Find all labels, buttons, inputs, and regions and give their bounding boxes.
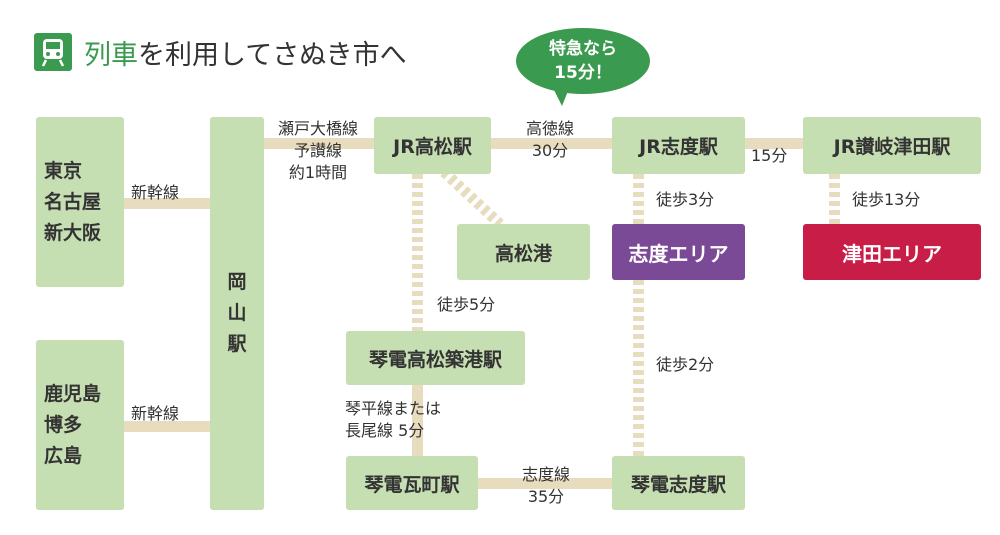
origin-south-1: 鹿児島 — [44, 382, 102, 405]
seto-label: 瀬戸大橋線 予讃線 約1時間 — [262, 118, 374, 184]
takamatsu-station: JR高松駅 — [374, 117, 491, 174]
okayama-char-2: 山 — [227, 302, 247, 324]
bubble-tail — [552, 86, 570, 106]
connector-shido-tsuda — [745, 138, 803, 149]
kotoden-chikko-label: 琴電高松築港駅 — [368, 348, 502, 371]
takamatsu-station-label: JR高松駅 — [393, 136, 472, 158]
origin-south-2: 博多 — [44, 413, 83, 436]
kotohira-line-1: 琴平線または — [345, 399, 442, 418]
walk-line-chikko — [412, 174, 423, 331]
seto-line-2: 予讃線 — [293, 141, 342, 160]
walk-line-kotoden-shido — [633, 280, 644, 456]
kotohira-line-2: 長尾線 5分 — [345, 421, 425, 440]
connector-shinkansen-north — [124, 198, 210, 209]
tsuda-area: 津田エリア — [803, 224, 981, 280]
kotoden-shido-station: 琴電志度駅 — [612, 456, 745, 510]
connector-seto — [264, 138, 374, 149]
connector-kotohira — [412, 385, 423, 457]
origin-south-box: 鹿児島 博多 広島 — [36, 340, 124, 510]
page-title: 列車を利用してさぬき市へ — [84, 33, 407, 72]
shido-line-1: 志度線 — [521, 465, 570, 484]
shinkansen-north-label: 新幹線 — [131, 183, 180, 202]
takamatsu-port: 高松港 — [457, 224, 590, 280]
kotoden-shido-label: 琴電志度駅 — [630, 473, 726, 496]
okayama-char-1: 岡 — [227, 271, 247, 293]
shido-area: 志度エリア — [612, 224, 745, 280]
kotoku-line-1: 高徳線 — [525, 119, 574, 138]
tsuda-area-label: 津田エリア — [842, 241, 942, 266]
shido-line-2: 35分 — [527, 487, 565, 506]
express-bubble: 特急なら 15分！ — [516, 28, 650, 94]
connector-kotoku — [491, 138, 612, 149]
title-accent: 列車 — [84, 40, 138, 71]
shido-station-label: JR志度駅 — [639, 136, 718, 158]
train-icon — [34, 33, 72, 71]
connector-shido-line — [478, 478, 613, 489]
okayama-char-3: 駅 — [227, 333, 247, 355]
origin-north-box: 東京 名古屋 新大阪 — [36, 117, 124, 287]
kotoden-kawaramachi-label: 琴電瓦町駅 — [364, 473, 460, 496]
walk-kotoden-shido-label: 徒歩2分 — [656, 355, 715, 374]
bubble-line-2: 15分！ — [554, 63, 612, 83]
connector-shinkansen-south — [124, 421, 210, 432]
shido-station: JR志度駅 — [612, 117, 745, 174]
title-rest: を利用してさぬき市へ — [138, 40, 407, 71]
shido-area-label: 志度エリア — [628, 241, 729, 266]
walk-line-shido — [633, 174, 644, 224]
kotoku-line-2: 30分 — [531, 141, 569, 160]
seto-line-1: 瀬戸大橋線 — [277, 119, 358, 138]
kotohira-label: 琴平線または 長尾線 5分 — [345, 398, 441, 442]
origin-north-3: 新大阪 — [44, 221, 102, 244]
walk-tsuda-label: 徒歩13分 — [852, 190, 921, 209]
bubble-line-1: 特急なら — [549, 39, 617, 59]
seto-line-3: 約1時間 — [288, 163, 348, 182]
sanuki-tsuda-station: JR讃岐津田駅 — [803, 117, 981, 174]
shinkansen-south-label: 新幹線 — [131, 404, 180, 423]
okayama-station: 岡 山 駅 — [210, 117, 264, 510]
origin-south-3: 広島 — [44, 444, 83, 467]
shido-line-label: 志度線 35分 — [496, 464, 596, 508]
walk-line-port — [440, 168, 504, 228]
kotoden-chikko-station: 琴電高松築港駅 — [346, 331, 525, 385]
origin-north-1: 東京 — [44, 159, 83, 182]
shido-tsuda-label: 15分 — [751, 146, 788, 165]
origin-north-2: 名古屋 — [44, 190, 102, 213]
walk-shido-label: 徒歩3分 — [656, 190, 715, 209]
kotoden-kawaramachi-station: 琴電瓦町駅 — [346, 456, 478, 510]
walk-line-tsuda — [829, 174, 840, 224]
takamatsu-port-label: 高松港 — [494, 242, 552, 265]
walk-chikko-label: 徒歩5分 — [437, 295, 496, 314]
sanuki-tsuda-station-label: JR讃岐津田駅 — [833, 136, 951, 158]
kotoku-label: 高徳線 30分 — [500, 118, 600, 162]
